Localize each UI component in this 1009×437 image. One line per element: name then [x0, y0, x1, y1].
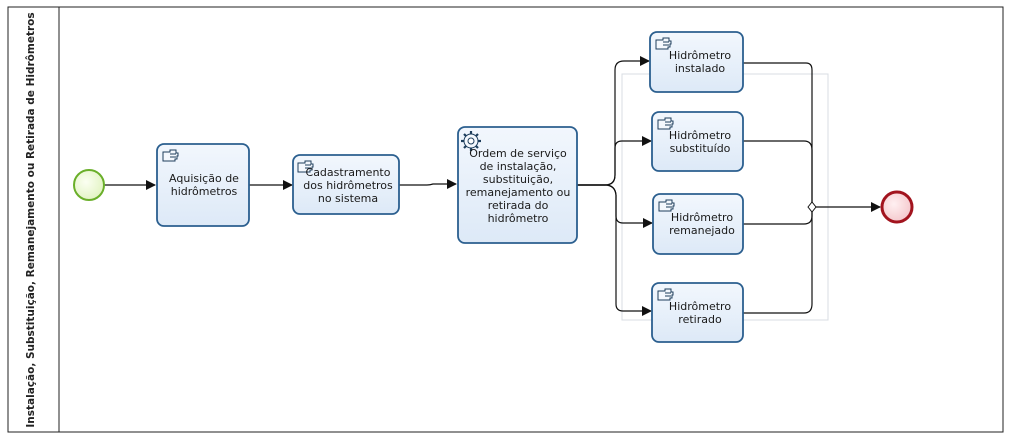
hand-icon — [657, 288, 674, 301]
task-ordem-box — [457, 126, 578, 244]
task-aquisicao-box — [156, 143, 250, 227]
merge-marker — [807, 201, 817, 213]
task-retirado-box — [651, 282, 744, 343]
task-remanejado[interactable]: Hidrômetro remanejado — [669, 211, 735, 237]
faint-guides — [621, 73, 829, 321]
manual-task-icons — [162, 37, 675, 301]
end-event[interactable] — [880, 190, 914, 224]
flow-cadastramento-ordem — [399, 179, 457, 189]
task-aquisicao[interactable]: Aquisição de hidrômetros — [169, 172, 239, 198]
task-cadastramento-box — [292, 154, 400, 215]
task-retirado[interactable]: Hidrômetro retirado — [668, 300, 732, 326]
flow-instalado-end — [743, 62, 813, 207]
hand-icon — [655, 37, 672, 50]
hand-icon — [162, 149, 179, 162]
flow-substituido-end — [743, 140, 813, 207]
task-ordem[interactable]: Ordem de serviço de instalação, substitu… — [465, 147, 571, 225]
task-shapes — [156, 31, 744, 343]
flow-ordem-substituido — [577, 136, 652, 186]
task-instalado-box — [649, 31, 744, 93]
task-substituido[interactable]: Hidrômetro substituído — [668, 129, 732, 155]
gear-icon — [461, 131, 481, 151]
task-remanejado-box — [652, 193, 744, 255]
flow-retirado-end — [743, 207, 813, 314]
task-substituido-box — [651, 111, 744, 172]
start-event[interactable] — [73, 169, 105, 201]
hand-icon — [657, 117, 674, 130]
hand-icon — [658, 199, 675, 212]
task-instalado[interactable]: Hidrômetro instalado — [668, 49, 732, 75]
hand-icon — [297, 160, 314, 173]
task-cadastramento[interactable]: Cadastramento dos hidrômetros no sistema — [303, 165, 393, 205]
flow-ordem-retirado — [577, 184, 652, 316]
pool-label: Instalação, Substituição, Remanejamento … — [25, 12, 37, 427]
sequence-flows — [104, 56, 881, 316]
